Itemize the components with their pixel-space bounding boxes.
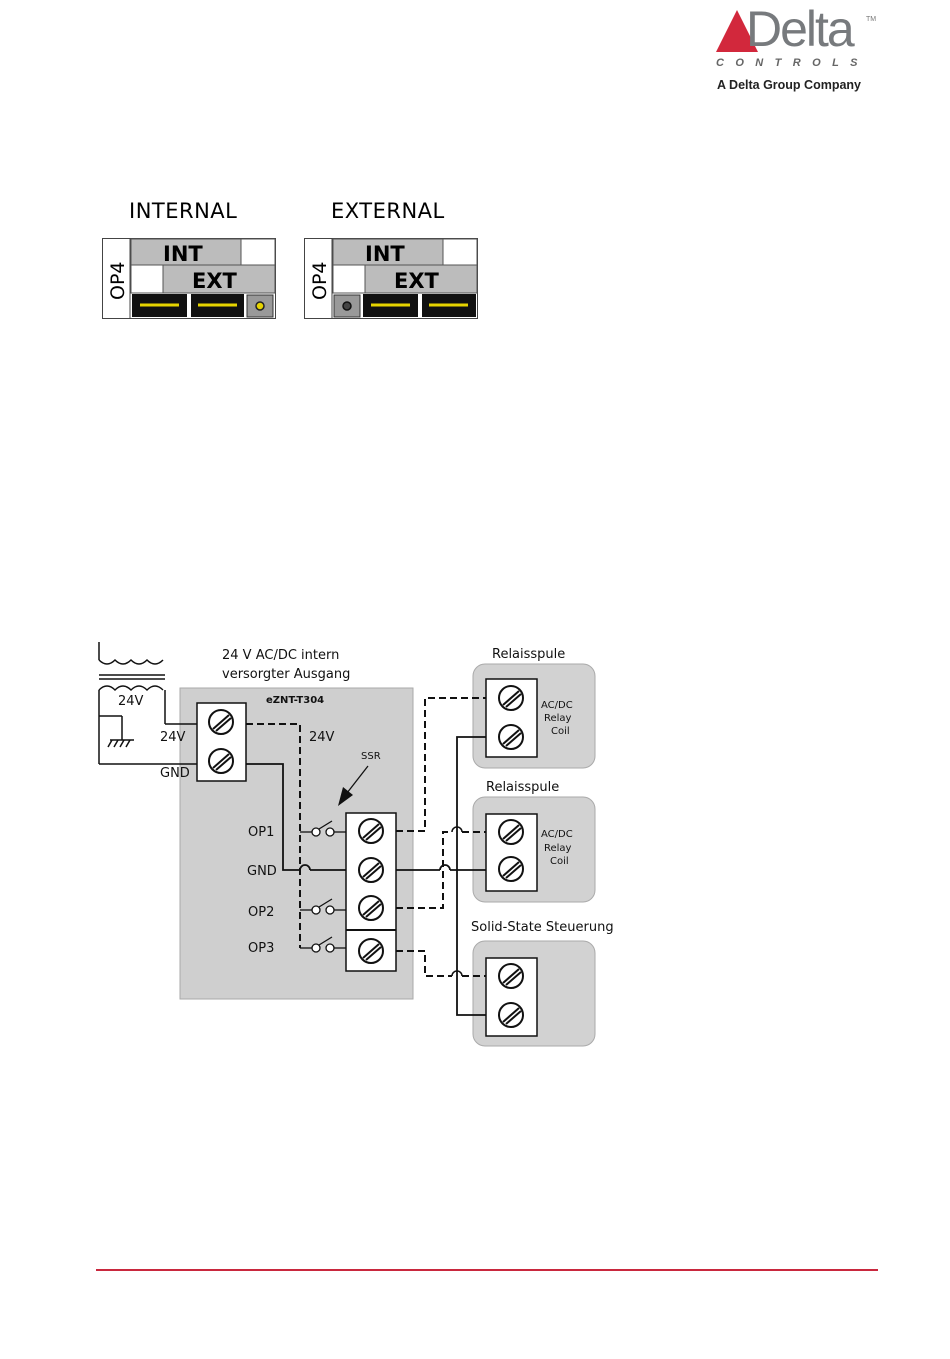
relay2-line1: AC/DC: [541, 829, 573, 840]
logo-brand: Delta: [746, 4, 853, 54]
jumper-external: OP4 INT EXT: [304, 238, 478, 319]
op3-label: OP3: [248, 941, 274, 956]
right-24v-label: 24V: [309, 730, 335, 745]
header-line1: 24 V AC/DC intern: [222, 648, 339, 663]
wiring-diagram: 24 V AC/DC intern versorgter Ausgang eZN…: [90, 636, 630, 1052]
relay2-line3: Coil: [550, 856, 569, 867]
jumper-external-int-label: INT: [365, 242, 405, 266]
left-gnd-label: GND: [160, 766, 190, 781]
op2-label: OP2: [248, 905, 274, 920]
gnd-label: GND: [247, 864, 277, 879]
transformer-label: 24V: [118, 694, 144, 709]
jumper-external-ext-label: EXT: [394, 269, 440, 293]
footer-divider: [96, 1269, 878, 1271]
relay1-title: Relaisspule: [492, 647, 565, 662]
relay1-line3: Coil: [551, 726, 570, 737]
jumper-internal-int-label: INT: [163, 242, 203, 266]
header-line2: versorgter Ausgang: [222, 667, 350, 682]
jumper-internal-side-label: OP4: [107, 261, 129, 300]
logo-tagline: A Delta Group Company: [717, 78, 861, 92]
logo-tm: TM: [866, 16, 876, 23]
left-24v-label: 24V: [160, 730, 186, 745]
relay2-line2: Relay: [544, 843, 572, 854]
jumper-internal-ext-label: EXT: [192, 269, 238, 293]
device-label: eZNT-T304: [266, 695, 324, 706]
jumper-internal-title: INTERNAL: [129, 199, 237, 223]
op1-label: OP1: [248, 825, 274, 840]
relay2-title: Relaisspule: [486, 780, 559, 795]
jumper-external-side-label: OP4: [309, 261, 331, 300]
logo-controls: CONTROLS: [716, 57, 869, 69]
jumper-internal: OP4 INT EXT: [102, 238, 276, 319]
delta-controls-logo: Delta TM CONTROLS A Delta Group Company: [712, 8, 872, 98]
solid-state-title: Solid-State Steuerung: [471, 920, 614, 935]
ssr-label: SSR: [361, 751, 381, 762]
jumper-external-title: EXTERNAL: [331, 199, 445, 223]
relay1-line1: AC/DC: [541, 700, 573, 711]
relay1-line2: Relay: [544, 713, 572, 724]
